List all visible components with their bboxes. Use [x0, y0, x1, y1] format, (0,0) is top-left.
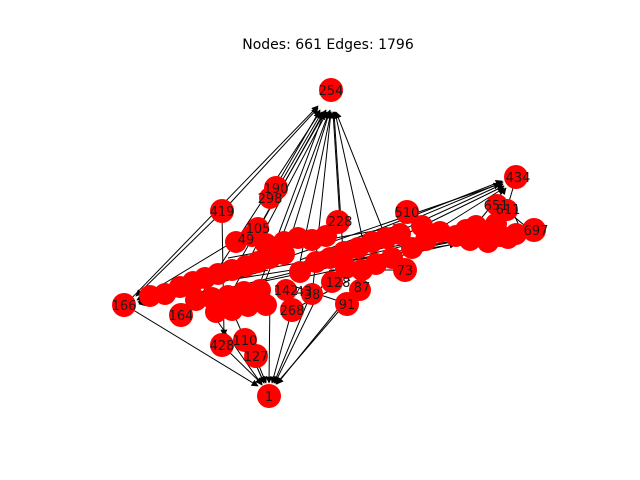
- node: [321, 271, 343, 293]
- node: [275, 279, 297, 301]
- node-layer: [112, 78, 546, 408]
- node: [504, 165, 528, 189]
- node: [244, 344, 268, 368]
- node-label: 651: [484, 199, 509, 214]
- graph-title: Nodes: 661 Edges: 1796: [242, 37, 414, 53]
- node-label: 1: [265, 390, 273, 405]
- node-label: 38: [304, 288, 321, 303]
- node-label: 434: [506, 171, 531, 186]
- node-label: 611: [496, 203, 521, 218]
- node: [255, 294, 277, 316]
- edge: [221, 107, 319, 213]
- edge: [273, 295, 311, 384]
- node: [301, 283, 323, 305]
- node: [237, 295, 259, 317]
- node-label: 87: [354, 281, 371, 296]
- node: [255, 233, 277, 255]
- node-label: 43: [296, 285, 313, 300]
- node-label: 73: [397, 264, 414, 279]
- node: [335, 257, 357, 279]
- node: [112, 293, 136, 317]
- node: [395, 200, 419, 224]
- node-label: 166: [112, 299, 137, 314]
- edge: [124, 304, 259, 387]
- node: [205, 301, 227, 323]
- node: [522, 218, 546, 242]
- node: [289, 261, 311, 283]
- edge: [329, 111, 341, 223]
- node-label: 428: [210, 339, 235, 354]
- node-label: 268: [280, 304, 305, 319]
- node: [210, 199, 234, 223]
- node-label: 49: [238, 233, 255, 248]
- node: [259, 187, 281, 209]
- node-label: 190: [264, 182, 289, 197]
- node-label: 697: [524, 224, 549, 239]
- node: [465, 215, 487, 237]
- node-label: 254: [319, 84, 344, 99]
- label-layer: 254 1 166 434 419 190 298 510 651 611 69…: [112, 84, 549, 405]
- node: [349, 279, 371, 301]
- node: [185, 289, 207, 311]
- node: [319, 78, 343, 102]
- node-label: 298: [258, 192, 283, 207]
- node-label: 142: [274, 284, 299, 299]
- edge: [270, 309, 293, 384]
- node-label: 127: [244, 350, 269, 365]
- node-label: 419: [210, 205, 235, 220]
- node: [485, 213, 507, 235]
- node-label: 91: [339, 298, 356, 313]
- node-label: 105: [246, 222, 271, 237]
- node: [477, 231, 499, 253]
- node-label: 228: [328, 215, 353, 230]
- node-label: 164: [169, 309, 194, 324]
- node: [210, 333, 234, 357]
- node: [169, 303, 193, 327]
- node: [326, 210, 350, 234]
- node: [381, 247, 403, 269]
- node: [411, 215, 433, 237]
- node: [505, 223, 527, 245]
- edge: [289, 109, 332, 241]
- node-label: 110: [233, 334, 258, 349]
- edge: [332, 111, 366, 251]
- node: [257, 384, 281, 408]
- node: [280, 298, 304, 322]
- node-label: 128: [326, 276, 351, 291]
- node-label: 510: [395, 206, 420, 221]
- edge: [135, 211, 223, 297]
